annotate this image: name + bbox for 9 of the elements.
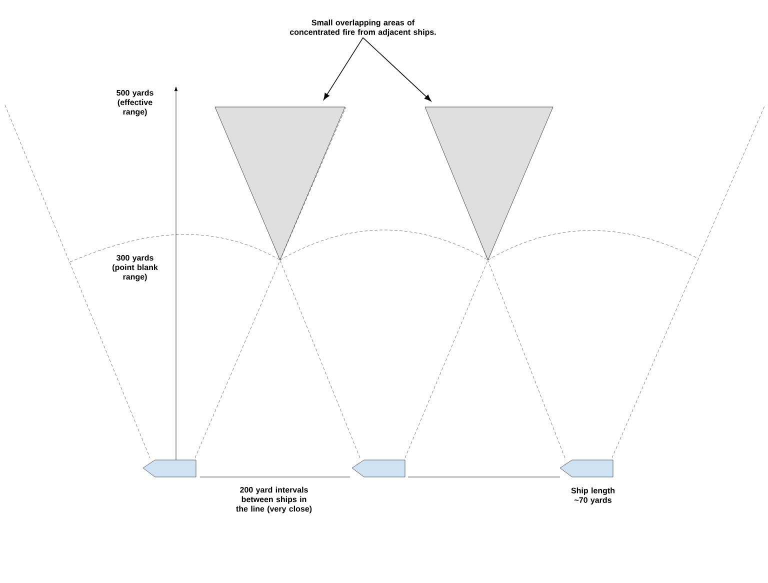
shaded-triangle: [424, 106, 554, 260]
label-text: 500 yards (effective range): [116, 90, 154, 116]
annotation-text: Small overlapping areas of concentrated fire from adjacent ships.: [290, 20, 436, 36]
label-text: 300 yards (point blank range): [112, 254, 158, 282]
label-text: 200 yard intervals between ships in the line (very close): [236, 486, 312, 514]
shaded-triangle: [214, 106, 346, 260]
label-text: Ship length ~70 yards: [571, 488, 614, 504]
arrow: [324, 37, 364, 100]
arrow: [362, 37, 432, 102]
